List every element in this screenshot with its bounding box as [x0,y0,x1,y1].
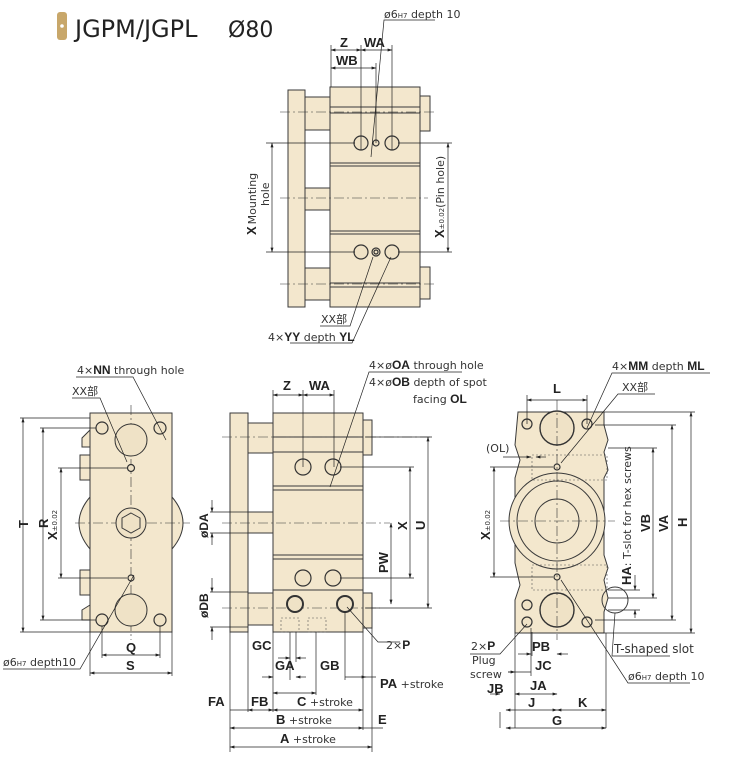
bore-size: Ø80 [228,18,273,43]
dim-pb: PB [532,639,550,654]
pin-depth-note: ø6H7 depth 10 [384,8,460,21]
dim-gc: GC [252,638,272,653]
dim-gb: GB [320,658,340,673]
dim-jc: JC [535,658,552,673]
dim-db: øDB [197,593,211,618]
nn-note: 4×NN through hole [77,363,185,377]
dim-ga: GA [275,658,295,673]
top-view: Z WA WB ø6H7 depth 10 XMounting hole X±0… [244,8,460,344]
xx-label: XX部 [622,380,648,394]
guide-rod-top [304,96,331,131]
dim-wa: WA [364,35,386,50]
dim-z: Z [340,35,348,50]
mm-note: 4×MM depth ML [612,359,705,373]
dim-vb: VB [638,514,653,532]
plug-label: Plug [472,654,496,667]
end-plate [287,89,306,308]
dim-x-tol: X±0.02 [45,510,60,540]
dim-c: C +stroke [297,694,353,709]
dim-ja: JA [530,678,547,693]
title-dot-icon [60,24,64,28]
end-plate [229,412,249,633]
ol-note: facing OL [413,392,467,406]
dim-b: B +stroke [276,712,332,727]
pin-depth-note: ø6H7 depth 10 [628,670,704,683]
piston-rod [247,511,274,534]
ob-note: 4×øOB depth of spot [369,375,488,389]
dim-fb: FB [251,694,268,709]
dim-z: Z [283,378,291,393]
p-note: 2×P [386,638,410,652]
rod-end-bottom [419,266,431,300]
dim-va: VA [656,514,671,532]
piston-rod [304,187,331,211]
front-view: T R X±0.02 Q S 4×NN through hole XX部 ø6H… [3,363,190,676]
header: JGPM/JGPL Ø80 [57,12,273,43]
pin-hole-label: X±0.02(Pin hole) [432,156,447,238]
ol-label: (OL) [486,442,509,455]
dim-k: K [578,695,588,710]
rear-view: L 4×MM depth ML XX部 (OL) X±0.02 HA: T-sl… [470,359,710,730]
dim-x: X [395,521,410,530]
dim-da: øDA [197,513,211,538]
dim-wb: WB [336,53,358,68]
dim-fa: FA [208,694,225,709]
pin-depth-note: ø6H7 depth10 [3,656,76,669]
xx-label: XX部 [72,384,98,398]
ha-note: HA: T-slot for hex screws [619,446,634,585]
dim-wa: WA [309,378,331,393]
dim-j: J [528,695,535,710]
rod-end-top [419,95,431,132]
p-note: 2×P [471,639,495,653]
dim-pw: PW [376,551,391,573]
dim-pa: PA +stroke [380,676,444,691]
yy-note: 4×YY depth YL [268,330,355,344]
xx-label: XX部 [321,312,347,326]
dim-r: R [36,518,51,528]
dim-t: T [16,520,31,528]
side-view: Z WA 4×øOA through hole 4×øOB depth of s… [197,358,488,752]
mounting-hole-label: XMounting [244,173,259,235]
dim-e: E [378,712,387,727]
dim-g: G [552,713,562,728]
dim-l: L [553,381,561,396]
dim-x-tol: X±0.02 [478,510,493,540]
mounting-hole-label-2: hole [259,182,272,206]
dim-jb: JB [487,681,504,696]
oa-note: 4×øOA through hole [369,358,484,372]
cylinder-body [329,86,421,308]
dim-s: S [126,658,135,673]
cylinder-body [272,412,364,633]
dim-a: A +stroke [280,731,336,746]
dim-q: Q [126,640,136,655]
dim-u: U [413,521,428,530]
t-slot-label: T-shaped slot [613,642,694,656]
dim-h: H [675,518,690,527]
page-title: JGPM/JGPL [73,15,198,43]
screw-label: screw [470,668,502,681]
